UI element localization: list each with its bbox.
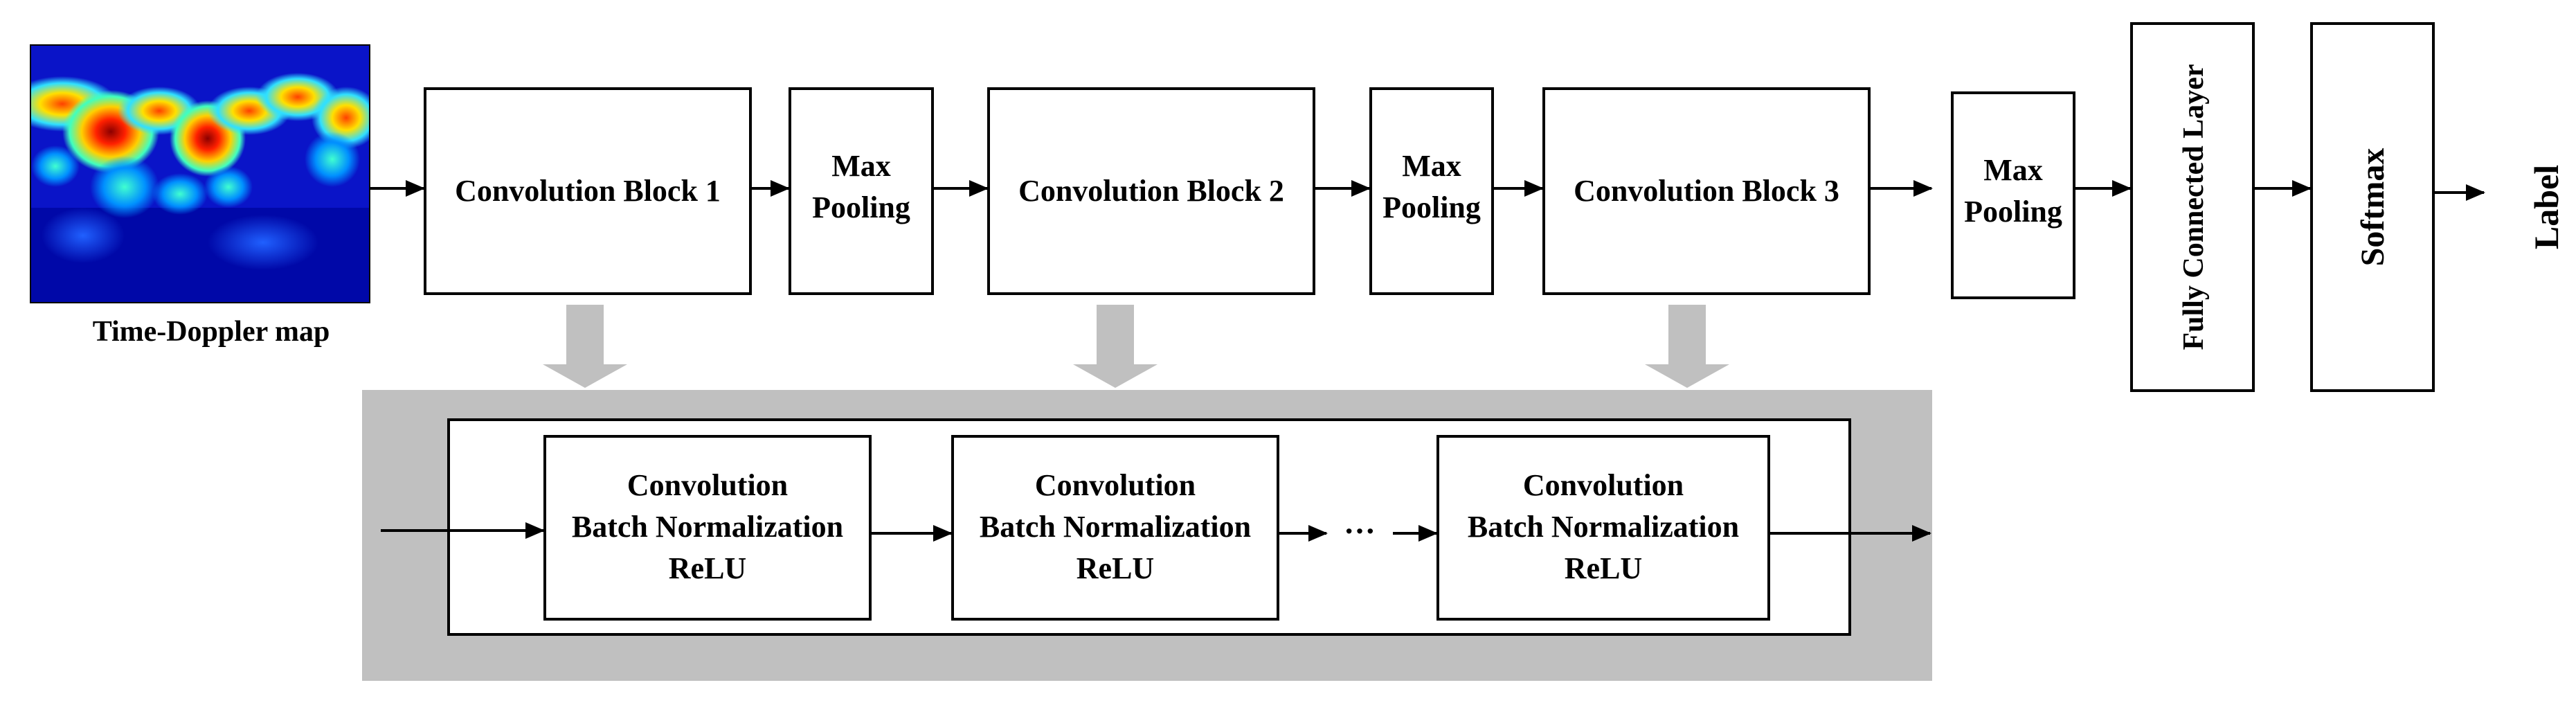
unit-2-line2: Batch Normalization [980,510,1251,544]
ellipsis: ··· [1344,513,1376,549]
convolution-block-3 [1542,87,1871,295]
time-doppler-map-image [30,45,370,303]
max-pooling-1 [789,87,934,295]
max-pooling-1-label-line1: Max [831,149,891,183]
softmax-label: Softmax [2354,148,2391,267]
unit-1-line3: ReLU [669,551,746,585]
max-pooling-3 [1951,91,2075,299]
max-pooling-3-label-line2: Pooling [1964,195,2062,229]
convolution-block-1 [424,87,752,295]
unit-1-line2: Batch Normalization [572,510,843,544]
unit-3-line1: Convolution [1523,468,1684,502]
convolution-block-2-label: Convolution Block 2 [1018,174,1284,208]
fully-connected-layer-label: Fully Connected Layer [2178,64,2210,350]
conv-bn-relu-unit-3 [1436,435,1770,621]
max-pooling-3-label-line1: Max [1983,153,2043,187]
convolution-block-2 [987,87,1315,295]
max-pooling-2 [1369,87,1494,295]
convolution-block-1-label: Convolution Block 1 [455,174,721,208]
unit-2-line1: Convolution [1035,468,1196,502]
max-pooling-2-label-line1: Max [1402,149,1461,183]
expand-arrow-block-3 [1645,305,1729,388]
conv-bn-relu-unit-2 [951,435,1279,621]
max-pooling-1-label-line2: Pooling [812,190,910,224]
output-label: Label [2527,165,2566,249]
unit-1-line1: Convolution [627,468,788,502]
unit-2-line3: ReLU [1077,551,1154,585]
time-doppler-map-frame [30,44,370,303]
time-doppler-map-caption: Time-Doppler map [93,316,330,348]
conv-bn-relu-unit-1 [543,435,872,621]
fully-connected-layer [2130,22,2255,392]
unit-3-line2: Batch Normalization [1468,510,1739,544]
unit-3-line3: ReLU [1565,551,1642,585]
expand-arrow-block-2 [1073,305,1158,388]
convolution-block-3-label: Convolution Block 3 [1574,174,1839,208]
softmax-layer [2310,22,2435,392]
max-pooling-2-label-line2: Pooling [1382,190,1481,224]
expand-arrow-block-1 [543,305,627,388]
